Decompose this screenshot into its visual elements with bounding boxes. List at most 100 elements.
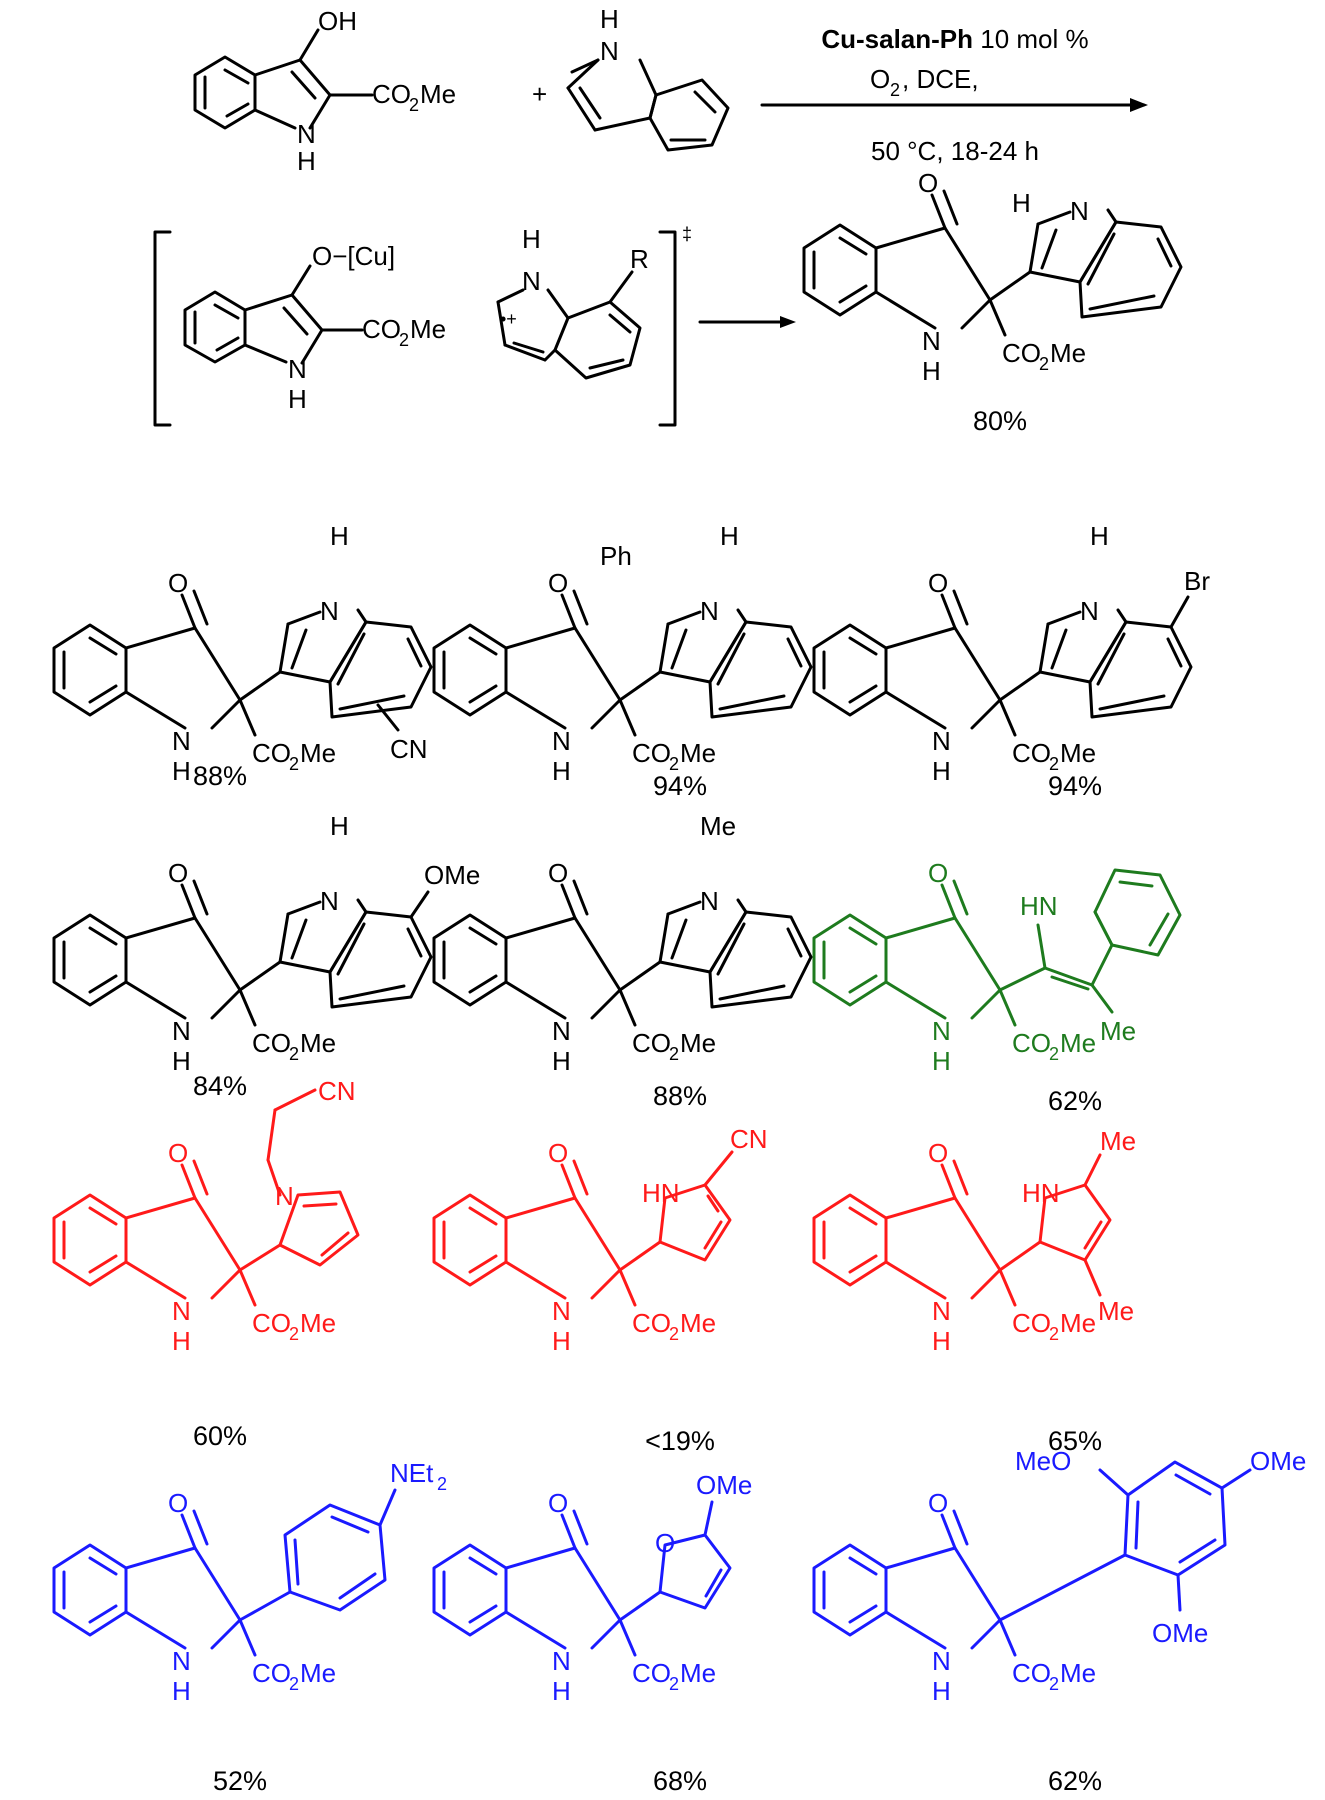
reactants: [193, 28, 1148, 152]
indole-h: H: [297, 146, 316, 176]
ester-subscript: 2: [669, 1324, 679, 1344]
indoline-n: N: [932, 1646, 951, 1676]
indoline-h: H: [552, 1046, 571, 1076]
methyl-label: Me: [1098, 1296, 1134, 1326]
bromo-label: Br: [1184, 566, 1210, 596]
yield-2: 94%: [653, 771, 707, 801]
indole-n: N: [522, 266, 541, 296]
indole-n: N: [700, 596, 719, 626]
product-3-methyl-indol-2-yl: [812, 868, 1182, 1027]
phenyl-label: Ph: [600, 541, 632, 571]
transition-state-mark: ‡: [682, 224, 692, 244]
product-main: [802, 189, 1183, 337]
yield-10: 52%: [213, 1766, 267, 1796]
indoline-n: N: [932, 726, 951, 756]
indole-h: H: [522, 224, 541, 254]
indoline-n: N: [552, 1646, 571, 1676]
indoline-h: H: [172, 1676, 191, 1706]
condition-temperature: 50 °C, 18-24 h: [871, 136, 1039, 166]
ester-me: Me: [300, 1028, 336, 1058]
ester-me: Me: [1050, 338, 1086, 368]
ester-me: Me: [680, 1028, 716, 1058]
pyrrole-hn: HN: [1022, 1178, 1060, 1208]
ester-me: Me: [680, 1308, 716, 1338]
product-trimethoxyphenyl: [812, 1460, 1252, 1657]
r-substituent: R: [630, 244, 649, 274]
ester-me: Me: [300, 1658, 336, 1688]
ester-subscript: 2: [289, 754, 299, 774]
yield-main: 80%: [973, 406, 1027, 436]
indole-h: H: [600, 4, 619, 34]
indoline-n: N: [172, 1646, 191, 1676]
indoline-h: H: [932, 756, 951, 786]
ester-subscript: 2: [669, 754, 679, 774]
ester-me: Me: [1060, 1658, 1096, 1688]
ester-co: CO: [1002, 338, 1041, 368]
product-n-methyl-indole: [432, 879, 813, 1027]
condition-solvent: , DCE,: [902, 64, 979, 94]
methoxy-label: OMe: [424, 860, 480, 890]
ester-me: Me: [680, 738, 716, 768]
carbonyl-o: O: [918, 168, 938, 198]
yield-12: 62%: [1048, 1766, 1102, 1796]
ester-subscript: 2: [669, 1044, 679, 1064]
product-diethylaminophenyl: [52, 1488, 397, 1657]
yield-6: 62%: [1048, 1086, 1102, 1116]
yield-11: 68%: [653, 1766, 707, 1796]
ester-subscript: 2: [1049, 1324, 1059, 1344]
ester-subscript: 2: [669, 1674, 679, 1694]
methyl-label: Me: [1100, 1126, 1136, 1156]
indoline-n: N: [552, 726, 571, 756]
methoxy-label: OMe: [1152, 1618, 1208, 1648]
ester-co: CO: [252, 1308, 291, 1338]
product-2-phenyl-indole: [432, 589, 813, 737]
ester-me: Me: [300, 1308, 336, 1338]
n-methyl-label: Me: [700, 811, 736, 841]
carbonyl-o: O: [548, 568, 568, 598]
indoline-n: N: [932, 1296, 951, 1326]
ester-subscript: 2: [289, 1324, 299, 1344]
product-dimethyl-pyrrole: [812, 1153, 1112, 1307]
indoline-h: H: [552, 1326, 571, 1356]
indoline-h: H: [932, 1046, 951, 1076]
intermediate: [153, 230, 796, 427]
product-n-cyanoethyl-pyrrole: [52, 1088, 360, 1307]
yield-9: 65%: [1048, 1426, 1102, 1456]
indoline-h: H: [172, 1326, 191, 1356]
indole-h: H: [1012, 188, 1031, 218]
indole-n: N: [600, 36, 619, 66]
product-5-cyano-indole: [52, 589, 433, 737]
condition-oxygen-subscript: 2: [890, 80, 900, 100]
ester-co: CO: [632, 1308, 671, 1338]
ester-co: CO: [252, 1028, 291, 1058]
indole-h: H: [330, 811, 349, 841]
indoline-n: N: [552, 1016, 571, 1046]
carbonyl-o: O: [168, 568, 188, 598]
carbonyl-o: O: [928, 858, 948, 888]
ester-subscript: 2: [289, 1674, 299, 1694]
carbonyl-o: O: [928, 1138, 948, 1168]
yield-8: <19%: [645, 1426, 715, 1456]
condition-oxygen: O: [870, 64, 890, 94]
indole-h: H: [330, 521, 349, 551]
indoline-n: N: [172, 1296, 191, 1326]
ester-co: CO: [1012, 1658, 1051, 1688]
ester-subscript: 2: [1049, 754, 1059, 774]
indoline-h: H: [552, 756, 571, 786]
ester-co: CO: [1012, 1308, 1051, 1338]
indoline-h: H: [932, 1676, 951, 1706]
indole-n: N: [297, 119, 316, 149]
catalyst-label: Cu-salan-Ph 10 mol %: [821, 24, 1088, 54]
carbonyl-o: O: [548, 1138, 568, 1168]
diethylamino-label: NEt: [390, 1458, 434, 1488]
product-7-bromo-indole: [812, 589, 1193, 737]
ester-subscript: 2: [289, 1044, 299, 1064]
yield-1: 88%: [193, 761, 247, 791]
product-5-cyano-pyrrole: [432, 1150, 734, 1307]
ester-co: CO: [632, 1658, 671, 1688]
ester-me: Me: [410, 314, 446, 344]
ester-subscript: 2: [1049, 1674, 1059, 1694]
indoline-n: N: [172, 1016, 191, 1046]
